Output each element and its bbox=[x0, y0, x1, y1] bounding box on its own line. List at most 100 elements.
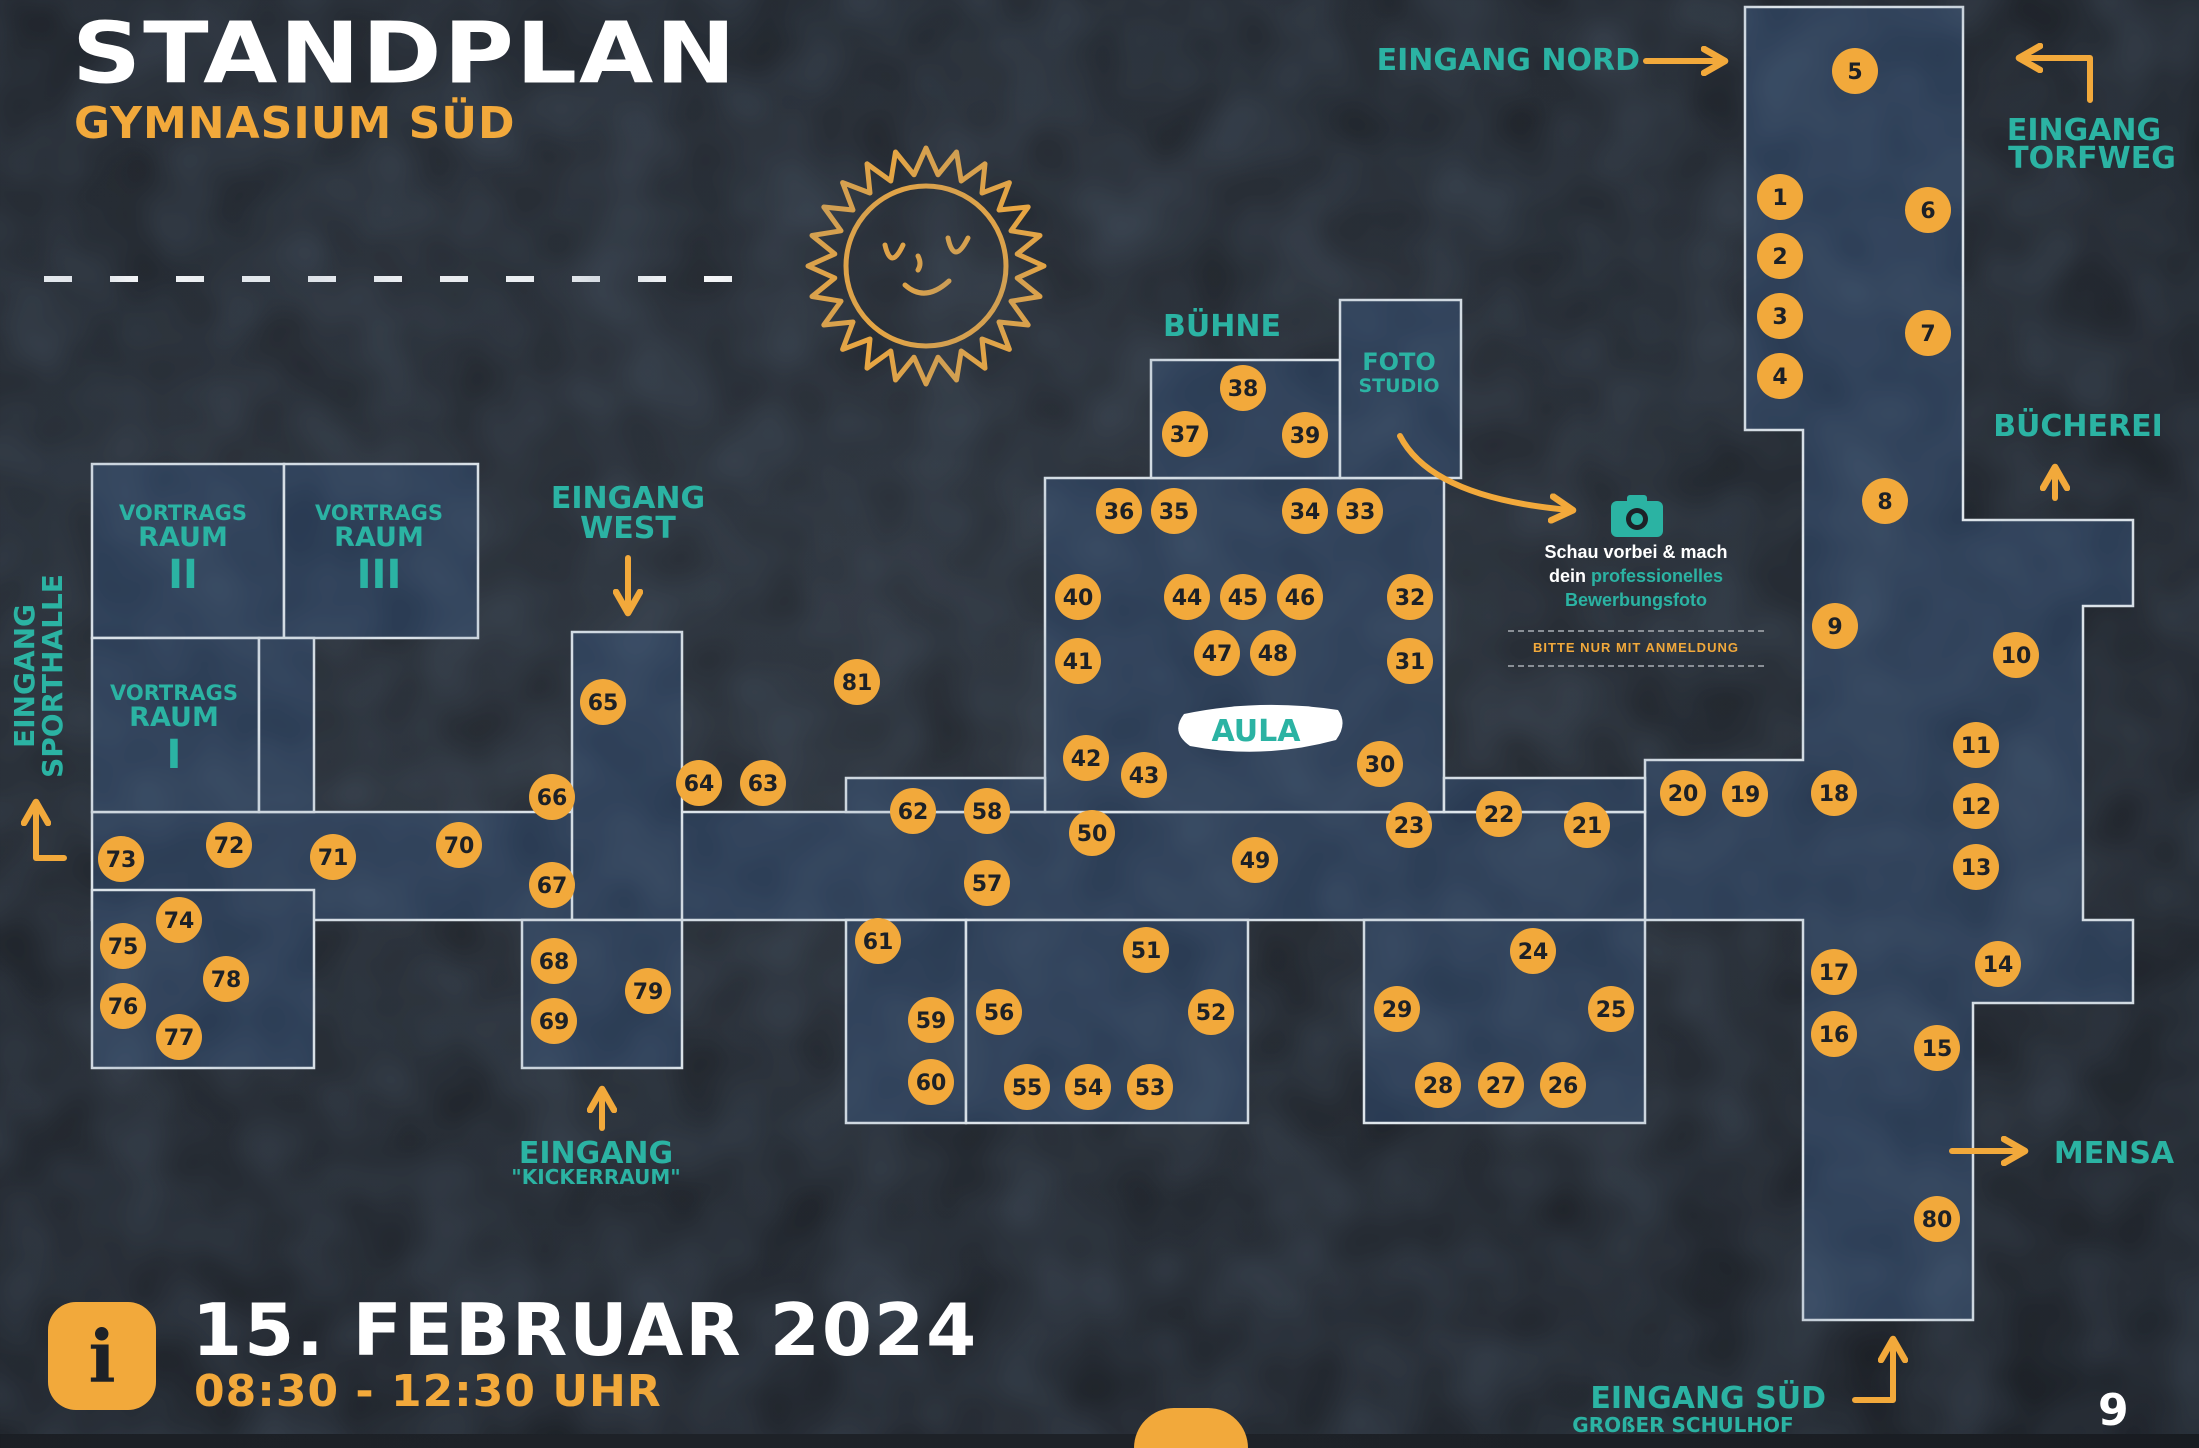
stand-number: 72 bbox=[214, 834, 245, 859]
aula-label: AULA bbox=[1178, 704, 1343, 752]
stand-number: 21 bbox=[1572, 814, 1603, 839]
stand-marker bbox=[1811, 1011, 1857, 1057]
stand-number: 8 bbox=[1877, 490, 1892, 515]
stand-number: 59 bbox=[916, 1009, 947, 1034]
stand-number: 67 bbox=[537, 874, 568, 899]
stand-number: 4 bbox=[1772, 365, 1787, 390]
stand-76: 76 bbox=[100, 983, 146, 1029]
stand-61: 61 bbox=[855, 918, 901, 964]
stand-48: 48 bbox=[1250, 630, 1296, 676]
stand-marker bbox=[1065, 1064, 1111, 1110]
stand-62: 62 bbox=[890, 788, 936, 834]
stand-number: 39 bbox=[1290, 424, 1321, 449]
entrance-sued-sub: GROßER SCHULHOF bbox=[1572, 1413, 1793, 1434]
arrow-icon bbox=[1852, 1342, 1893, 1403]
stand-marker bbox=[1337, 488, 1383, 534]
stand-marker bbox=[1832, 48, 1878, 94]
stand-17: 17 bbox=[1811, 949, 1857, 995]
stand-43: 43 bbox=[1121, 752, 1167, 798]
stand-50: 50 bbox=[1069, 810, 1115, 856]
room-label-vortrag1: I bbox=[167, 732, 182, 778]
stand-marker bbox=[1722, 771, 1768, 817]
stand-number: 44 bbox=[1172, 586, 1203, 611]
stand-marker bbox=[1862, 478, 1908, 524]
stand-7: 7 bbox=[1905, 310, 1951, 356]
stand-marker bbox=[1387, 638, 1433, 684]
stand-marker bbox=[855, 918, 901, 964]
arrow-icon bbox=[2022, 58, 2093, 103]
stand-2: 2 bbox=[1757, 233, 1803, 279]
stand-29: 29 bbox=[1374, 986, 1420, 1032]
stand-66: 66 bbox=[529, 774, 575, 820]
stand-number: 42 bbox=[1071, 747, 1102, 772]
svg-text:AULA: AULA bbox=[1212, 714, 1302, 749]
room-label-vortrag2: II bbox=[168, 552, 198, 598]
stand-28: 28 bbox=[1415, 1062, 1461, 1108]
stand-marker bbox=[529, 862, 575, 908]
room-label-vortrag2: RAUM bbox=[138, 522, 228, 553]
arrow-icon bbox=[36, 805, 67, 861]
stand-marker bbox=[1757, 293, 1803, 339]
stand-marker bbox=[625, 968, 671, 1014]
stand-marker bbox=[1151, 488, 1197, 534]
stand-marker bbox=[156, 897, 202, 943]
stand-marker bbox=[1123, 927, 1169, 973]
stand-number: 32 bbox=[1395, 586, 1426, 611]
stand-number: 13 bbox=[1961, 856, 1992, 881]
stand-marker bbox=[1069, 810, 1115, 856]
stand-number: 70 bbox=[444, 834, 475, 859]
stand-marker bbox=[1660, 770, 1706, 816]
stand-68: 68 bbox=[531, 938, 577, 984]
stand-72: 72 bbox=[206, 822, 252, 868]
stand-number: 7 bbox=[1920, 322, 1935, 347]
stand-marker bbox=[1914, 1196, 1960, 1242]
event-time: 08:30 - 12:30 UHR bbox=[194, 1366, 662, 1417]
stand-19: 19 bbox=[1722, 771, 1768, 817]
stand-marker bbox=[580, 679, 626, 725]
entrance-kickerraum: EINGANG bbox=[519, 1136, 673, 1171]
stand-number: 30 bbox=[1365, 753, 1396, 778]
stand-3: 3 bbox=[1757, 293, 1803, 339]
stand-marker bbox=[100, 923, 146, 969]
stand-marker bbox=[1564, 802, 1610, 848]
page-number: 9 bbox=[2098, 1385, 2129, 1436]
stand-marker bbox=[98, 836, 144, 882]
stand-74: 74 bbox=[156, 897, 202, 943]
stand-marker bbox=[1386, 802, 1432, 848]
stand-marker bbox=[1588, 986, 1634, 1032]
stand-marker bbox=[1540, 1062, 1586, 1108]
stand-54: 54 bbox=[1065, 1064, 1111, 1110]
stand-marker bbox=[908, 1059, 954, 1105]
stand-number: 22 bbox=[1484, 803, 1515, 828]
stand-16: 16 bbox=[1811, 1011, 1857, 1057]
stand-marker bbox=[1953, 783, 1999, 829]
stand-number: 55 bbox=[1012, 1076, 1043, 1101]
room-label-foto: FOTO bbox=[1362, 348, 1436, 376]
stand-marker bbox=[1121, 752, 1167, 798]
stand-marker bbox=[1757, 174, 1803, 220]
stand-65: 65 bbox=[580, 679, 626, 725]
stand-number: 43 bbox=[1129, 764, 1160, 789]
stand-36: 36 bbox=[1096, 488, 1142, 534]
stand-42: 42 bbox=[1063, 735, 1109, 781]
stand-number: 19 bbox=[1730, 783, 1761, 808]
stand-number: 5 bbox=[1847, 60, 1862, 85]
stand-69: 69 bbox=[531, 998, 577, 1044]
stand-marker bbox=[1162, 411, 1208, 457]
stand-marker bbox=[964, 860, 1010, 906]
stand-64: 64 bbox=[676, 760, 722, 806]
stand-79: 79 bbox=[625, 968, 671, 1014]
stand-number: 45 bbox=[1228, 586, 1259, 611]
stand-number: 65 bbox=[588, 691, 619, 716]
stand-number: 1 bbox=[1772, 186, 1787, 211]
entrance-kickerraum: "KICKERRAUM" bbox=[511, 1165, 680, 1189]
stand-number: 36 bbox=[1104, 500, 1135, 525]
stand-number: 46 bbox=[1285, 586, 1316, 611]
stand-number: 3 bbox=[1772, 305, 1787, 330]
arrow-icon bbox=[1397, 433, 1570, 510]
photo-hint-line2: dein professionelles bbox=[1548, 566, 1724, 586]
stand-number: 9 bbox=[1827, 615, 1842, 640]
stand-marker bbox=[1220, 365, 1266, 411]
stand-number: 10 bbox=[2001, 644, 2032, 669]
stand-20: 20 bbox=[1660, 770, 1706, 816]
